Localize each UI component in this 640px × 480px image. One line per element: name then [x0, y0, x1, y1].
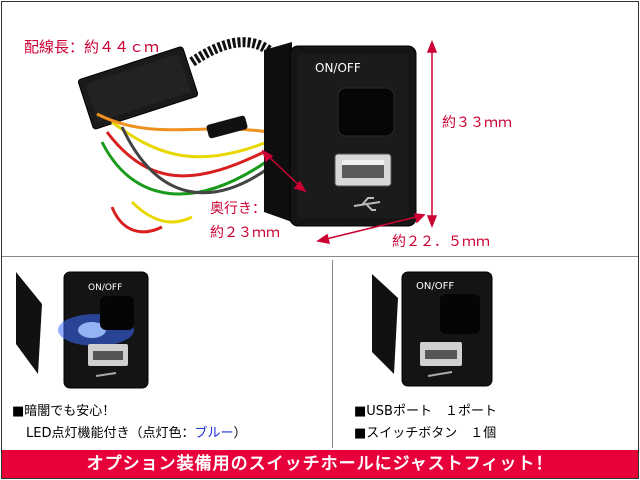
caption-led-color: ブルー [194, 426, 234, 441]
led-switch-label: ON/OFF [88, 283, 123, 293]
promo-banner: オプション装備用のスイッチホールにジャストフィット！ [2, 450, 638, 478]
cable-length-label: 配線長：約４４ｃｍ [24, 38, 160, 56]
led-product-illustration [16, 271, 149, 389]
caption-led-line2: LED点灯機能付き（点灯色：ブルー） [26, 422, 247, 441]
caption-switch-button: ■スイッチボタン １個 [354, 426, 497, 441]
depth-label-line2: 約２３ｍｍ [210, 225, 280, 241]
section-divider-horizontal [2, 256, 638, 257]
caption-usb-port: ■USBポート １ポート [354, 404, 497, 419]
height-label: 約３３ｍｍ [442, 115, 512, 131]
caption-led-prefix: LED点灯機能付き（点灯色： [26, 426, 195, 441]
switch-label: ON/OFF [315, 61, 361, 75]
caption-led-suffix: ） [233, 426, 247, 441]
caption-led-line1: ■暗闇でも安心！ [12, 404, 116, 419]
main-product-illustration [77, 37, 438, 244]
section-divider-vertical [332, 260, 333, 448]
usb-switch-label: ON/OFF [416, 281, 455, 292]
usb-product-illustration [372, 271, 493, 387]
width-label: 約２２．５ｍｍ [392, 234, 490, 250]
depth-label-line1: 奥行き： [210, 201, 266, 217]
